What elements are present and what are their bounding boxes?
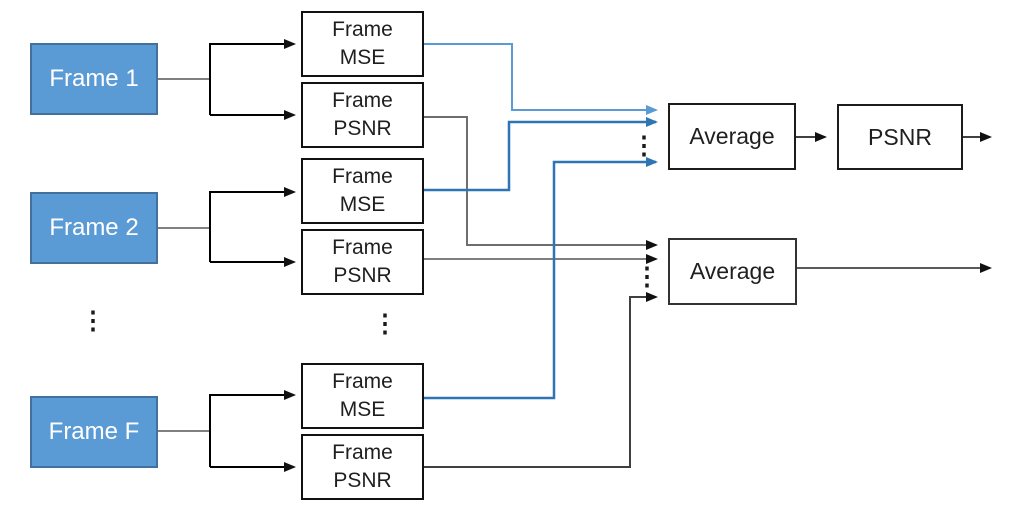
frame2-psnr-label-line2: PSNR	[333, 264, 392, 287]
frame-1-node: Frame 1	[30, 43, 158, 115]
frames-ellipsis: ⋮	[80, 306, 106, 335]
mse2-to-average1-connector	[424, 117, 658, 192]
frame1-to-mse-connector	[209, 39, 296, 115]
frame1-mse-node: Frame MSE	[301, 11, 424, 77]
frame-2-node: Frame 2	[30, 192, 158, 264]
frame1-psnr-label-line2: PSNR	[333, 117, 392, 140]
framef-mse-node: Frame MSE	[301, 363, 424, 429]
average-mse-label: Average	[689, 123, 775, 150]
framef-to-mse-connector	[209, 390, 296, 467]
psnrf-to-average2-connector	[424, 292, 658, 468]
average-psnr-label: Average	[689, 258, 776, 285]
frame1-psnr-label-line1: Frame	[332, 89, 393, 113]
frame-2-label: Frame 2	[49, 214, 139, 242]
psnr-output-node: PSNR	[837, 104, 963, 170]
metrics-ellipsis: ⋮	[372, 309, 398, 338]
framef-psnr-label-line2: PSNR	[333, 469, 392, 492]
frame1-mse-label-line2: MSE	[339, 46, 386, 69]
frame2-mse-node: Frame MSE	[301, 158, 424, 224]
average1-inputs-ellipsis: ⋮	[631, 131, 657, 160]
msef-to-average1-connector	[424, 157, 658, 400]
frame2-to-mse-connector	[209, 187, 296, 262]
mse1-to-average1-connector	[424, 43, 658, 115]
frame-f-label: Frame F	[48, 418, 140, 446]
average-psnr-node: Average	[668, 238, 797, 305]
framef-mse-label-line1: Frame	[332, 370, 393, 394]
framef-psnr-label-line1: Frame	[332, 441, 393, 465]
frame1-psnr-node: Frame PSNR	[301, 82, 424, 148]
framef-psnr-node: Frame PSNR	[301, 434, 424, 500]
psnr1-to-average2-connector	[424, 116, 658, 250]
frame2-mse-label-line1: Frame	[332, 165, 393, 189]
frame-1-label: Frame 1	[49, 65, 139, 93]
average-mse-node: Average	[668, 103, 796, 170]
frame2-psnr-node: Frame PSNR	[301, 229, 424, 295]
average2-inputs-ellipsis: ⋮	[634, 262, 660, 291]
frame2-psnr-label-line1: Frame	[332, 236, 393, 260]
frame1-mse-label-line1: Frame	[332, 18, 393, 42]
framef-mse-label-line2: MSE	[339, 398, 386, 421]
frame-f-node: Frame F	[30, 396, 158, 468]
psnr-output-label: PSNR	[868, 123, 932, 150]
frame2-mse-label-line2: MSE	[339, 193, 386, 216]
